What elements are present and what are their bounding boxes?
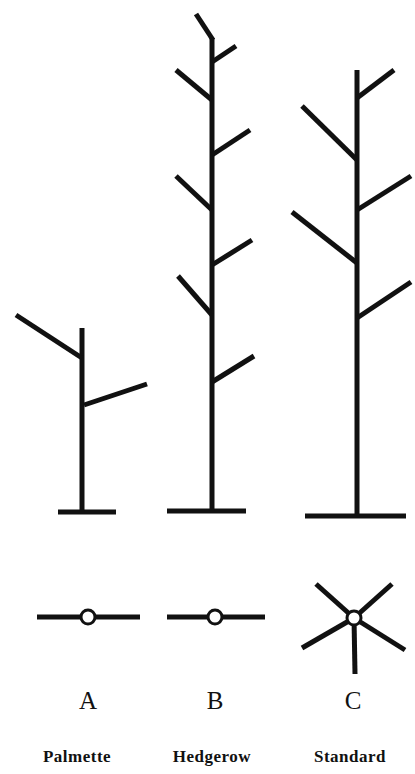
plan-view-b [167,610,265,624]
form-name: Palmette [43,748,111,765]
standard-tree [292,70,411,516]
hedgerow-tree [167,14,254,511]
branch [84,384,147,405]
branch [357,70,394,98]
plan-view-a [37,610,140,624]
branch [196,14,213,40]
branch [357,176,411,210]
figure-letter: A [79,688,97,713]
palmette-tree [16,315,147,512]
branch [212,46,236,62]
branch [176,176,212,210]
branch [16,315,82,358]
trunk [210,38,215,511]
ground-line [58,510,116,515]
figure-letter: B [207,688,224,713]
plan-view-c [302,584,405,674]
branch [178,276,212,315]
figure-letter: C [345,688,362,713]
branch [357,282,411,318]
form-name: Hedgerow [173,748,251,765]
branch [176,70,212,100]
trunk [355,70,360,516]
branch [292,212,357,263]
form-name: Standard [314,748,386,765]
branch [212,240,252,265]
branch [302,106,357,160]
branch [212,356,254,382]
ground-line [167,509,246,514]
branch [212,130,250,155]
